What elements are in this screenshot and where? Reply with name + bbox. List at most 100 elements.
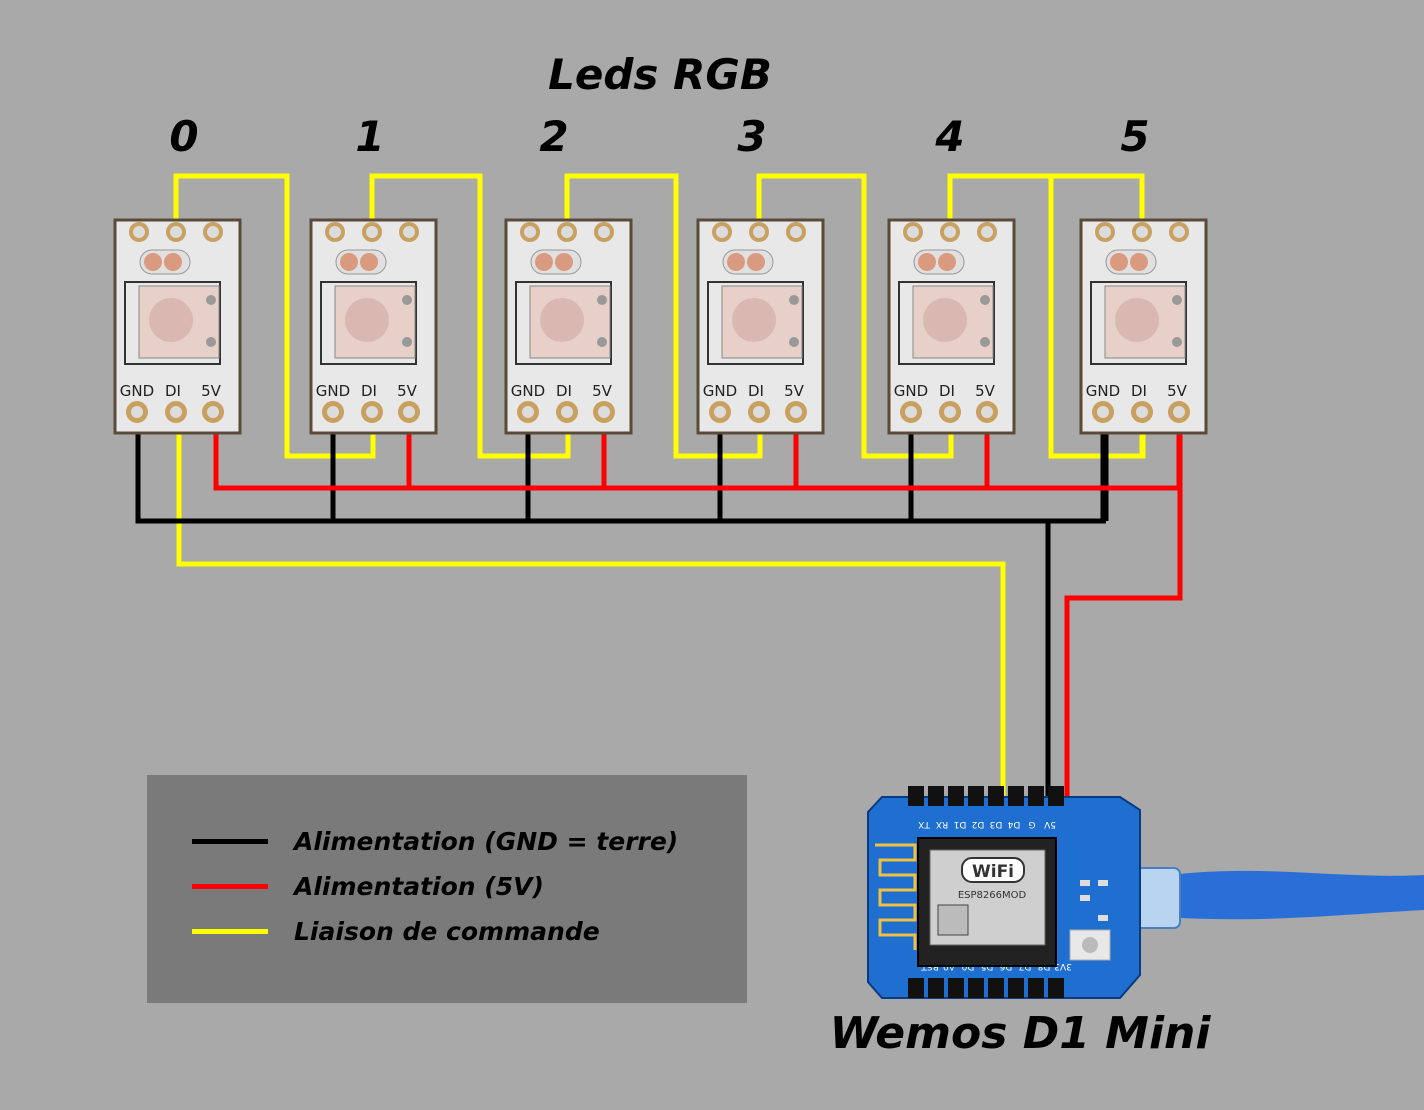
fcc-mark: [937, 904, 969, 936]
usb-cable: [1135, 870, 1424, 920]
board-pin-label-top: D2: [972, 819, 985, 829]
legend: Alimentation (GND = terre) Alimentation …: [147, 775, 747, 1003]
led-number-3: 3: [737, 112, 767, 161]
pin-label-5v: 5V: [784, 382, 805, 400]
top-pad-center: [366, 226, 378, 238]
led-outline: [320, 281, 417, 365]
led-lens: [149, 298, 193, 342]
top-pad-center: [207, 226, 219, 238]
top-pad-center: [981, 226, 993, 238]
led-number-0: 0: [169, 112, 199, 161]
jumper-pad: [1130, 253, 1148, 271]
diagram-title: Leds RGB: [548, 50, 772, 99]
bottom-pad-center: [1136, 406, 1148, 418]
data-chain-wire-0: [173, 173, 376, 459]
smd-component: [1080, 895, 1090, 901]
bottom-pad-center: [403, 406, 415, 418]
top-pad-center: [170, 226, 182, 238]
wifi-logo-text: WiFi: [972, 862, 1014, 882]
pin-label-di: DI: [165, 382, 181, 400]
bottom-pad-center: [170, 406, 182, 418]
pin-label-5v: 5V: [592, 382, 613, 400]
top-pad-center: [329, 226, 341, 238]
header-pin-top: [1048, 786, 1064, 806]
led-outline: [515, 281, 612, 365]
top-pad-center: [403, 226, 415, 238]
pin-label-di: DI: [939, 382, 955, 400]
header-pin-bottom: [928, 978, 944, 998]
jumper-pad: [535, 253, 553, 271]
pin-label-5v: 5V: [1167, 382, 1188, 400]
jumper-pad: [144, 253, 162, 271]
jumper-pad: [938, 253, 956, 271]
legend-label-gnd: Alimentation (GND = terre): [294, 826, 679, 856]
antenna-trace: [875, 843, 917, 950]
header-pin-top: [968, 786, 984, 806]
led-corner: [597, 295, 607, 305]
header-pin-bottom: [1008, 978, 1024, 998]
board-pin-label-top: RX: [936, 819, 948, 829]
reset-button-cap: [1082, 937, 1098, 953]
smd-component: [1080, 880, 1090, 886]
smd-component: [1098, 880, 1108, 886]
led-corner: [1172, 295, 1182, 305]
bottom-pad-center: [207, 406, 219, 418]
data-chain-wire-1: [369, 173, 571, 459]
bottom-pad-center: [598, 406, 610, 418]
bottom-pad-center: [366, 406, 378, 418]
board-pin-label-bottom: 3V3: [1054, 961, 1072, 971]
board-pin-label-top: G: [1028, 819, 1035, 829]
board-pin-label-top: 5V: [1043, 819, 1056, 829]
legend-item-data: Liaison de commande: [192, 916, 600, 946]
led-lens: [540, 298, 584, 342]
legend-swatch-5v: [192, 883, 268, 889]
header-pin-top: [1028, 786, 1044, 806]
led-corner: [1172, 337, 1182, 347]
board-pin-label-top: D4: [1007, 819, 1020, 829]
top-pad-center: [133, 226, 145, 238]
led-corner: [980, 337, 990, 347]
wifi-logo: [961, 857, 1025, 883]
led-outline: [898, 281, 995, 365]
led-corner: [402, 337, 412, 347]
led-outline: [1090, 281, 1187, 365]
top-pad-center: [944, 226, 956, 238]
top-pad-center: [790, 226, 802, 238]
top-pad-center: [1099, 226, 1111, 238]
led-corner: [980, 295, 990, 305]
led-number-5: 5: [1120, 112, 1150, 161]
pin-label-gnd: GND: [120, 382, 154, 400]
bottom-pad-center: [131, 406, 143, 418]
led-corner: [597, 337, 607, 347]
top-pad-center: [753, 226, 765, 238]
bottom-pad-center: [561, 406, 573, 418]
led-corner: [402, 295, 412, 305]
pin-label-5v: 5V: [975, 382, 996, 400]
header-pin-bottom: [988, 978, 1004, 998]
board-pin-label-top: D3: [990, 819, 1003, 829]
legend-swatch-data: [192, 928, 268, 934]
5v-board-wire: [1064, 418, 1183, 800]
bottom-pad-center: [714, 406, 726, 418]
jumper-pad: [1110, 253, 1128, 271]
bottom-pad-center: [790, 406, 802, 418]
top-pad-center: [907, 226, 919, 238]
header-pin-bottom: [948, 978, 964, 998]
led-outline: [707, 281, 804, 365]
header-pin-bottom: [908, 978, 924, 998]
data-main-wire: [176, 418, 1006, 800]
bottom-pad-center: [1097, 406, 1109, 418]
header-pin-bottom: [1028, 978, 1044, 998]
legend-item-5v: Alimentation (5V): [192, 871, 544, 901]
pin-label-gnd: GND: [1086, 382, 1120, 400]
legend-label-data: Liaison de commande: [294, 916, 600, 946]
header-pin-top: [988, 786, 1004, 806]
led-corner: [206, 295, 216, 305]
legend-swatch-gnd: [192, 838, 268, 844]
board-pin-label-top: TX: [918, 819, 931, 829]
top-pad-center: [716, 226, 728, 238]
